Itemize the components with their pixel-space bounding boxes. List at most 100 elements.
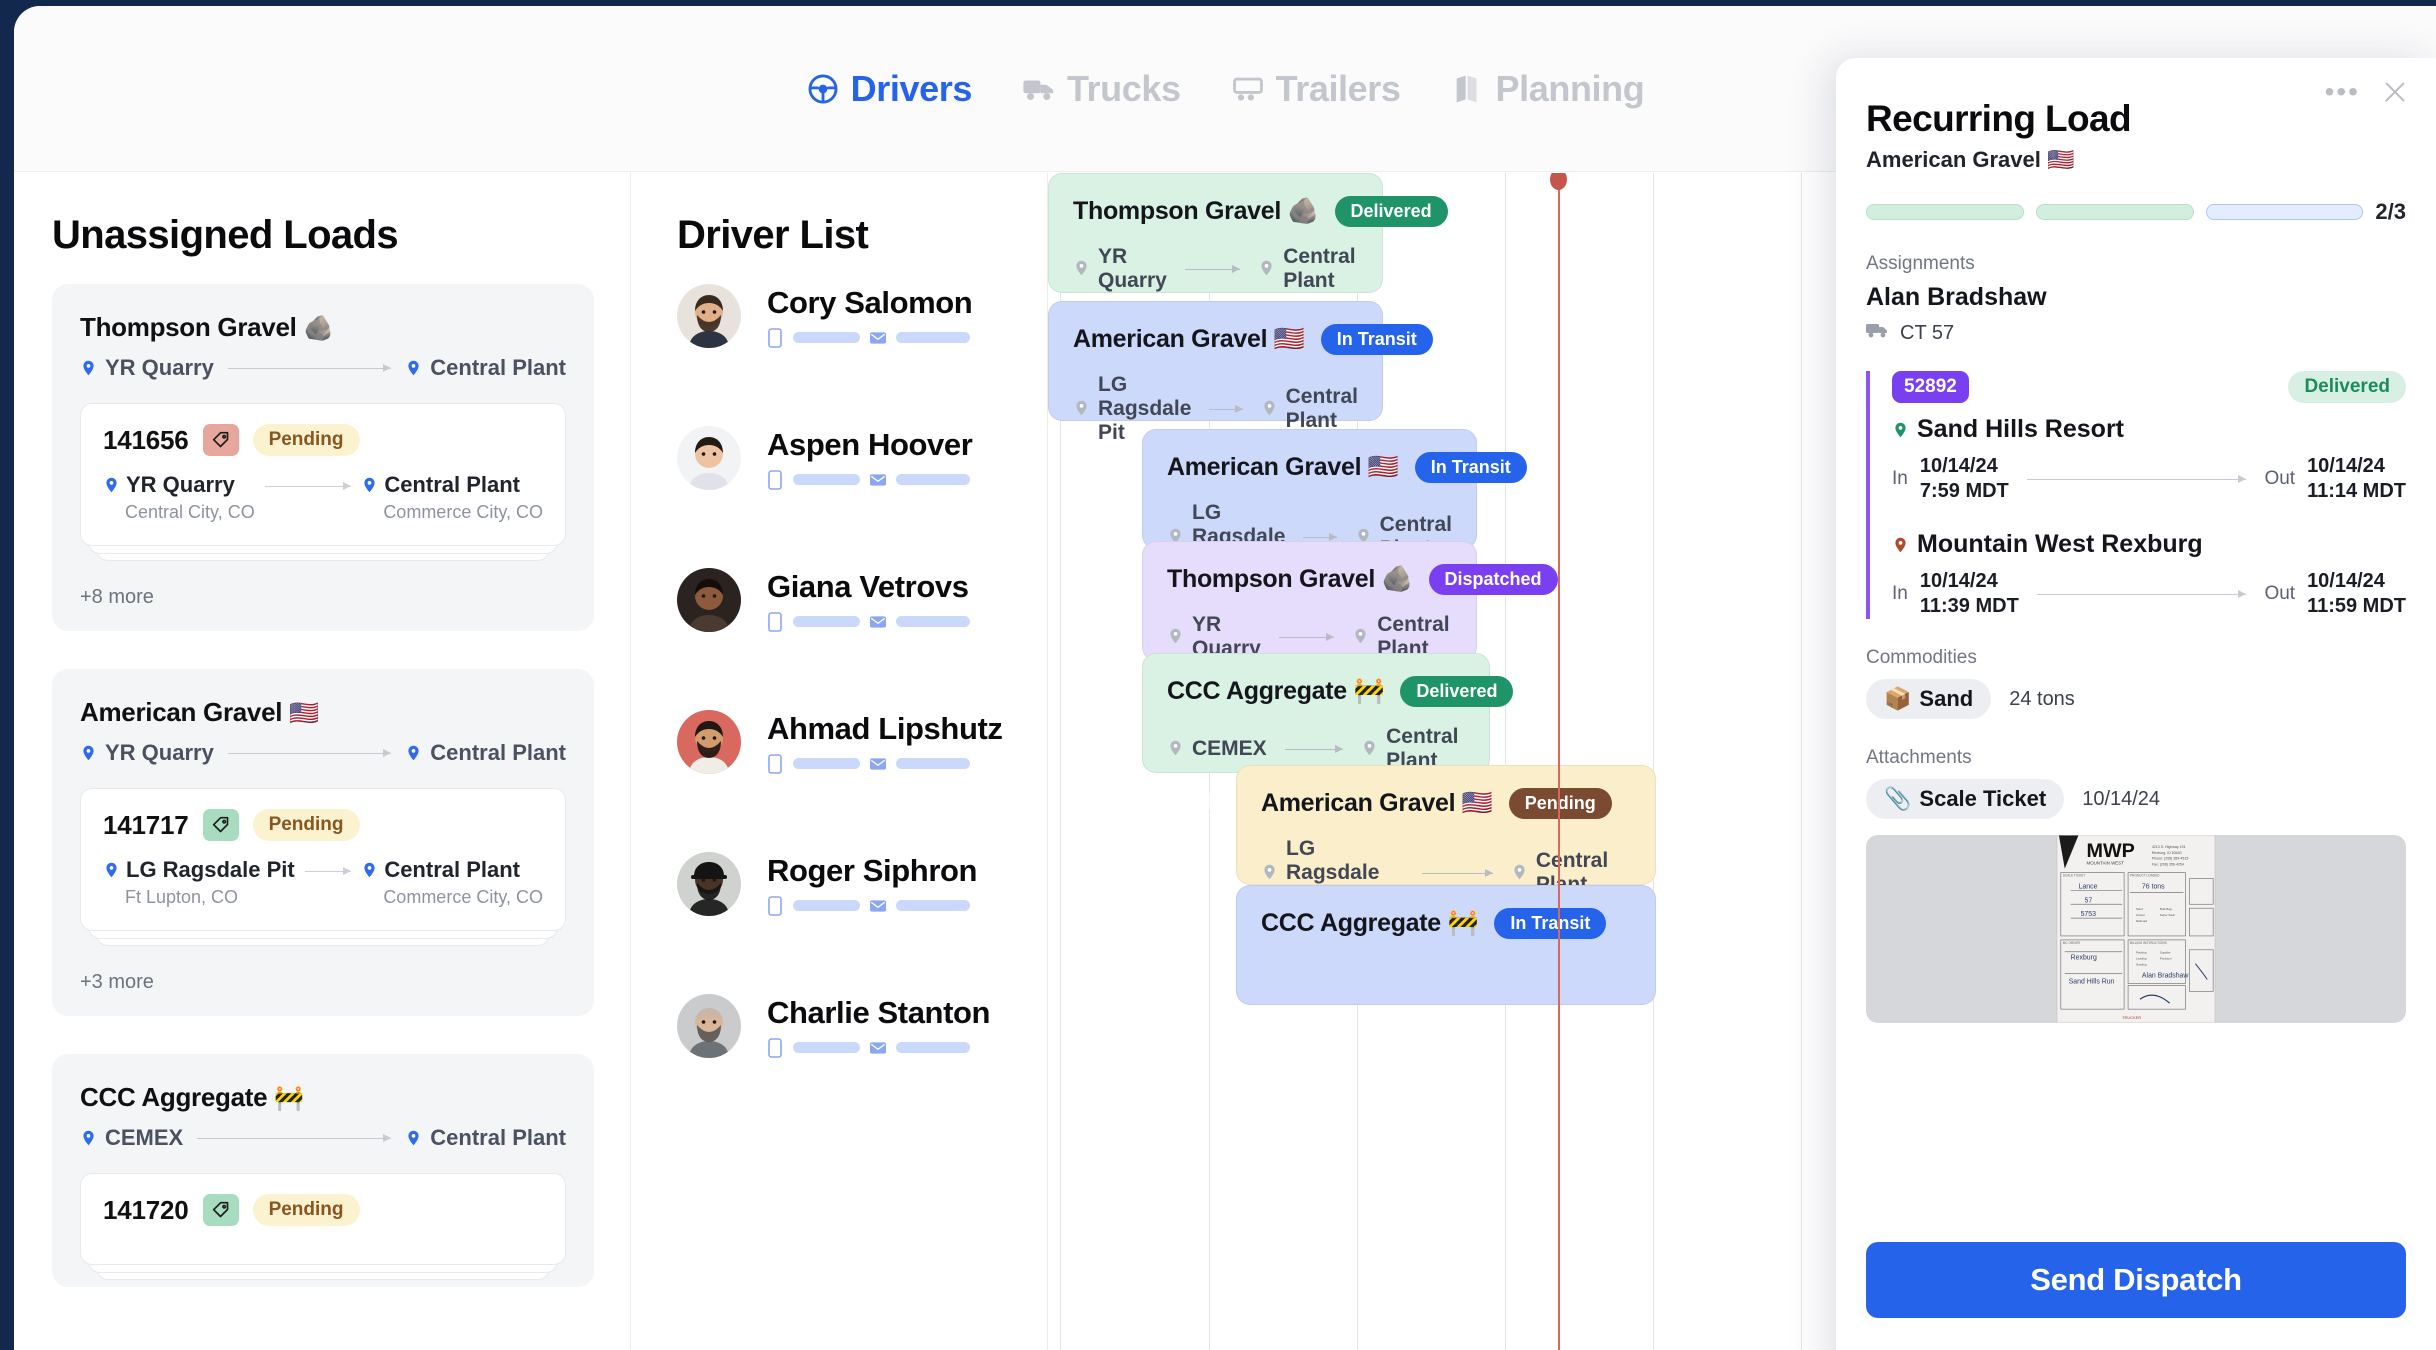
driver-row[interactable]: Roger Siphron — [677, 852, 1047, 916]
close-icon[interactable] — [2382, 79, 2408, 105]
mail-icon[interactable] — [870, 896, 886, 916]
out-label: Out — [2264, 583, 2296, 604]
attachment-chip[interactable]: 📎 Scale Ticket — [1866, 779, 2065, 819]
location-pin-icon — [1073, 257, 1090, 281]
tag-icon[interactable] — [202, 1194, 239, 1226]
timeline-card-title: American Gravel 🇺🇸 — [1261, 789, 1493, 818]
phone-icon[interactable] — [767, 469, 783, 490]
timeline-gridline — [1060, 173, 1061, 1350]
progress-segment-3 — [2205, 204, 2364, 220]
load-number: 141656 — [103, 424, 189, 455]
driver-row[interactable]: Charlie Stanton — [677, 994, 1047, 1058]
nav-label: Planning — [1495, 67, 1645, 109]
truck-number: CT 57 — [1900, 321, 1955, 344]
mail-icon[interactable] — [870, 754, 886, 774]
nav-item-trucks[interactable]: Trucks — [1022, 68, 1181, 110]
driver-row[interactable]: Cory Salomon — [677, 284, 1047, 348]
mail-icon[interactable] — [870, 328, 886, 348]
route-arrow-icon — [227, 748, 392, 757]
tag-icon[interactable] — [202, 809, 239, 841]
driver-row[interactable]: Aspen Hoover — [677, 426, 1047, 490]
nav-item-drivers[interactable]: Drivers — [806, 68, 972, 110]
destination-name: Central Plant — [384, 857, 521, 882]
send-dispatch-button[interactable]: Send Dispatch — [1866, 1242, 2406, 1318]
phone-icon[interactable] — [767, 1037, 783, 1058]
route-arrow-icon — [1184, 264, 1241, 273]
attachment-preview-image[interactable]: MWP MOUNTAIN WEST 4213 S. Highway 191 Re… — [1866, 835, 2406, 1023]
mail-icon[interactable] — [870, 470, 886, 490]
nav-item-planning[interactable]: Planning — [1451, 68, 1645, 110]
nav-label: Trucks — [1066, 67, 1181, 109]
driver-row[interactable]: Giana Vetrovs — [677, 568, 1047, 632]
avatar — [677, 284, 741, 348]
tag-icon[interactable] — [202, 424, 239, 456]
driver-info: Cory Salomon — [767, 285, 973, 348]
phone-icon[interactable] — [767, 895, 783, 916]
svg-text:TRUCKER: TRUCKER — [2122, 1015, 2141, 1020]
location-pin-icon — [1261, 397, 1278, 421]
phone-icon[interactable] — [767, 611, 783, 632]
us-flag-icon: 🇺🇸 — [2047, 147, 2075, 172]
location-pin-icon — [1352, 625, 1369, 649]
show-more-link[interactable]: +8 more — [80, 586, 154, 608]
phone-icon[interactable] — [767, 327, 783, 348]
commodity-chip[interactable]: 📦 Sand — [1866, 679, 1992, 719]
nav-item-trailers[interactable]: Trailers — [1231, 68, 1401, 110]
commodity-emoji-icon: 🪨 — [1381, 565, 1413, 593]
location-pin-icon — [1892, 415, 1909, 444]
phone-redacted — [793, 332, 860, 343]
timeline-card-title: Thompson Gravel 🪨 — [1073, 197, 1319, 226]
driver-contact — [767, 469, 972, 490]
timeline-origin: LG Ragsdale Pit — [1098, 373, 1192, 444]
steering-wheel-icon — [806, 72, 840, 106]
timeline-card-title: American Gravel 🇺🇸 — [1167, 453, 1399, 482]
svg-text:Lance: Lance — [2079, 883, 2098, 890]
mail-icon[interactable] — [870, 612, 886, 632]
load-group-name: American Gravel — [80, 697, 283, 727]
more-options-icon[interactable]: ••• — [2324, 76, 2360, 107]
svg-text:Fax: (208) 356-4254: Fax: (208) 356-4254 — [2152, 863, 2184, 867]
route-arrow-icon — [1278, 632, 1335, 641]
commodities-label: Commodities — [1866, 647, 1977, 668]
group-destination: Central Plant — [430, 355, 566, 380]
phone-icon[interactable] — [767, 753, 783, 774]
driver-contact — [767, 1037, 990, 1058]
driver-info: Giana Vetrovs — [767, 569, 970, 632]
destination-city: Commerce City, CO — [383, 887, 543, 907]
svg-text:Rexburg: Rexburg — [2071, 955, 2097, 962]
avatar — [677, 852, 741, 916]
group-destination: Central Plant — [430, 1125, 566, 1150]
svg-text:PRODUCT LOADED: PRODUCT LOADED — [2130, 874, 2160, 878]
route-arrow-icon — [197, 1133, 392, 1142]
timeline-card-header: Thompson Gravel 🪨Dispatched — [1167, 564, 1558, 595]
timeline-gridline — [1505, 173, 1506, 1350]
timeline-load-card[interactable]: CCC Aggregate 🚧In Transit — [1236, 885, 1656, 1005]
route-arrow-icon — [1422, 868, 1493, 877]
driver-row[interactable]: Ahmad Lipshutz — [677, 710, 1047, 774]
location-pin-icon — [1261, 861, 1278, 885]
detail-subtitle-text: American Gravel — [1866, 147, 2041, 172]
mail-icon[interactable] — [870, 1038, 886, 1058]
time-arrow-icon — [2036, 589, 2247, 598]
commodity-name: Sand — [1919, 686, 1974, 711]
truck-icon — [1866, 321, 1890, 345]
show-more-link[interactable]: +3 more — [80, 971, 154, 993]
